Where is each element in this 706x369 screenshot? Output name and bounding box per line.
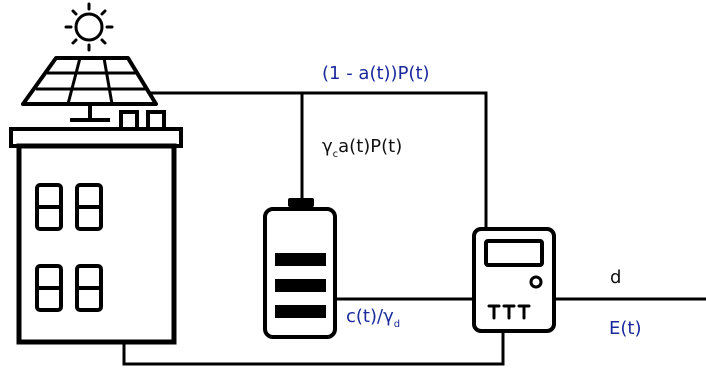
- solar-panel-icon: [21, 56, 158, 122]
- label-from-battery-sub: d: [393, 319, 401, 330]
- label-from-battery-main: c(t)/γ: [346, 306, 394, 327]
- smart-meter-icon: [472, 227, 556, 333]
- label-to-battery-rest: a(t)P(t): [338, 136, 403, 157]
- sun-icon: [64, 2, 114, 52]
- label-to-battery: γca(t)P(t): [322, 136, 403, 160]
- label-demand: d: [610, 267, 622, 288]
- label-to-battery-sub: c: [332, 149, 339, 160]
- battery-icon: [263, 198, 337, 339]
- wires: [122, 91, 706, 366]
- label-to-battery-gamma: γ: [322, 136, 333, 157]
- wire-building-to-meter: [122, 333, 505, 366]
- label-from-battery: c(t)/γd: [346, 306, 400, 330]
- wire-panel-to-meter: [150, 91, 488, 227]
- label-grid-to-meter: (1 - a(t))P(t): [322, 63, 430, 84]
- building-icon: [9, 110, 183, 345]
- label-energy: E(t): [609, 318, 642, 339]
